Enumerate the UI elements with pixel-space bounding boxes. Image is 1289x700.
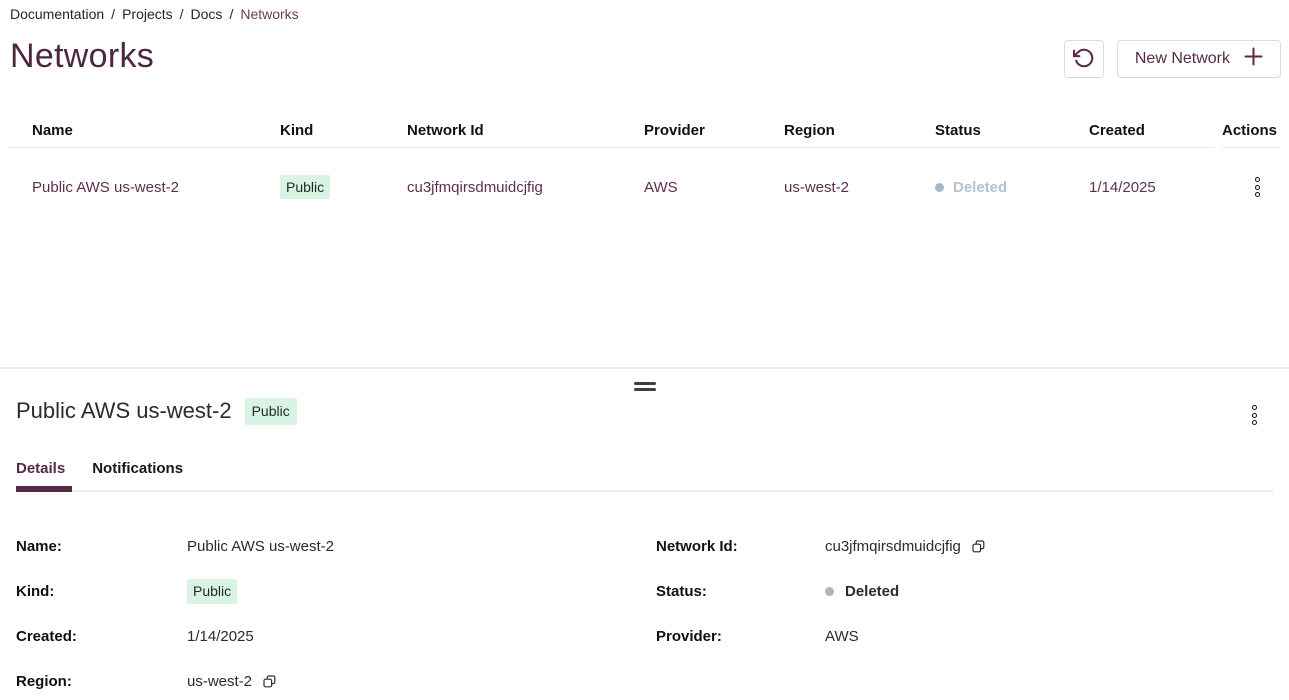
detail-kind-badge: Public [187,579,238,604]
network-id-value-text: cu3jfmqirsdmuidcjfig [825,538,961,555]
detail-row-kind: Kind: Public [16,569,334,614]
column-header-region: Region [784,121,835,139]
status-value: Deleted [825,583,899,600]
created-label: Created: [16,628,77,645]
new-network-button[interactable]: New Network [1116,40,1281,78]
cell-provider: AWS [644,178,678,196]
drawer-tabs: Details Notifications [16,460,183,477]
refresh-button[interactable] [1063,40,1104,78]
row-actions-kebab-icon[interactable] [1252,174,1263,200]
detail-drawer: Public AWS us-west-2 Public Details Noti… [0,367,1289,700]
new-network-button-label: New Network [1134,50,1230,67]
provider-label: Provider: [656,628,722,645]
detail-row-created: Created: 1/14/2025 [16,614,334,659]
name-value: Public AWS us-west-2 [187,538,334,555]
region-value: us-west-2 [187,673,276,690]
detail-row-network-id: Network Id: cu3jfmqirsdmuidcjfig [656,524,985,569]
drawer-actions-kebab-icon[interactable] [1249,402,1260,428]
drawer-kind-badge: Public [244,398,297,425]
breadcrumb: Documentation / Projects / Docs / Networ… [10,6,299,22]
kind-label: Kind: [16,583,55,600]
drawer-title: Public AWS us-west-2 [16,398,232,424]
copy-icon [972,540,985,553]
status-text: Deleted [953,178,1008,196]
tabs-divider [16,490,1273,492]
region-label: Region: [16,673,72,690]
network-id-value: cu3jfmqirsdmuidcjfig [825,538,985,555]
detail-row-status: Status: Deleted [656,569,985,614]
networks-table: Name Kind Network Id Provider Region Sta… [8,113,1281,210]
tab-notifications[interactable]: Notifications [92,460,184,477]
column-header-created: Created [1089,121,1145,139]
cell-kind: Public [280,174,407,200]
name-label: Name: [16,538,62,555]
cell-created: 1/14/2025 [1089,178,1156,196]
details-column-left: Name: Public AWS us-west-2 Kind: Public … [16,524,334,700]
breadcrumb-item-docs[interactable]: Docs [190,6,223,22]
status-value-text: Deleted [845,583,900,600]
cell-actions [1214,174,1281,200]
column-header-kind: Kind [280,121,314,139]
breadcrumb-current-networks: Networks [240,6,299,22]
plus-icon [1244,47,1263,71]
kind-badge: Public [280,174,331,200]
breadcrumb-separator: / [229,6,234,22]
network-id-label: Network Id: [656,538,738,555]
active-tab-indicator [16,486,72,492]
breadcrumb-separator: / [111,6,116,22]
drawer-header: Public AWS us-west-2 Public [16,398,297,425]
cell-network-id: cu3jfmqirsdmuidcjfig [407,178,543,196]
copy-region-button[interactable] [263,675,276,688]
column-header-status: Status [935,121,981,139]
cell-name: Public AWS us-west-2 [32,178,179,196]
status-dot [935,182,944,192]
breadcrumb-separator: / [179,6,184,22]
drawer-drag-handle[interactable] [632,380,658,393]
breadcrumb-item-projects[interactable]: Projects [122,6,173,22]
status-label: Status: [656,583,707,600]
detail-row-provider: Provider: AWS [656,614,985,659]
provider-value: AWS [825,628,859,645]
detail-row-region: Region: us-west-2 [16,659,334,700]
copy-icon [263,675,276,688]
column-header-actions: Actions [1222,121,1278,139]
refresh-icon [1072,47,1095,72]
region-value-text: us-west-2 [187,673,253,690]
copy-network-id-button[interactable] [972,540,985,553]
cell-status: Deleted [935,179,1089,196]
toolbar: New Network [1063,40,1281,78]
table-header-row: Name Kind Network Id Provider Region Sta… [8,113,1281,148]
cell-region: us-west-2 [784,178,850,196]
breadcrumb-item-documentation[interactable]: Documentation [10,6,105,22]
header-border-gap [1214,146,1222,150]
details-column-right: Network Id: cu3jfmqirsdmuidcjfig Status:… [656,524,985,659]
tab-details[interactable]: Details [16,460,66,477]
column-header-network-id: Network Id [407,121,484,139]
created-value: 1/14/2025 [187,628,254,645]
kind-value: Public [187,579,238,604]
column-header-name: Name [32,121,73,139]
table-row[interactable]: Public AWS us-west-2 Public cu3jfmqirsdm… [8,164,1281,210]
page-title: Networks [10,37,155,75]
detail-row-name: Name: Public AWS us-west-2 [16,524,334,569]
status-dot [825,587,834,596]
column-header-provider: Provider [644,121,705,139]
